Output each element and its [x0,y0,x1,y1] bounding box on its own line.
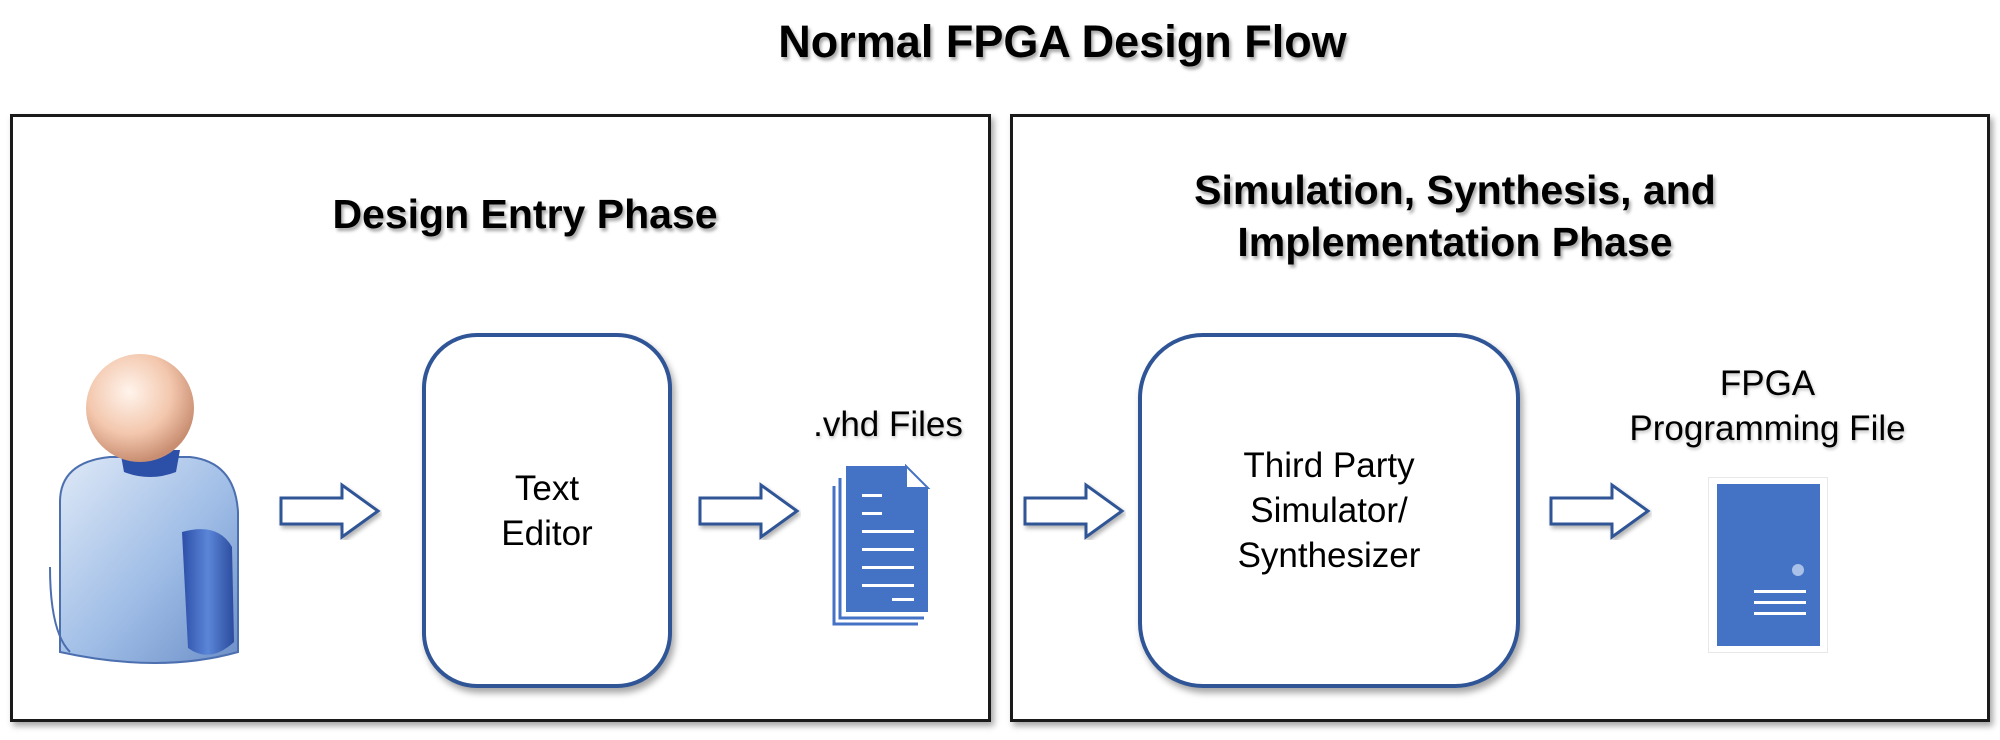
vhd-files-label: .vhd Files [813,405,963,444]
tool-box-label: Simulator/ [1250,491,1408,530]
user-icon [49,354,239,664]
simulator-synthesizer-box: Third Party Simulator/ Synthesizer [1138,333,1520,688]
server-file-icon [1708,477,1828,653]
arrow-right-icon [1549,482,1651,540]
document-stack-icon [832,464,931,626]
arrow-right-icon [1023,482,1125,540]
editor-box-label: Editor [501,513,593,553]
diagram-title: Normal FPGA Design Flow [778,16,1347,67]
implementation-phase-title: Simulation, Synthesis, and Implementatio… [1194,167,1716,265]
arrow-right-icon [698,482,800,540]
tool-box-label: Synthesizer [1237,536,1421,575]
arrow-right-icon [279,482,381,540]
fpga-programming-file-label: FPGA Programming File [1629,364,1906,448]
design-entry-phase-title: Design Entry Phase [332,191,718,237]
editor-box-label: Text [514,468,580,508]
text-editor-box: Text Editor [422,333,672,688]
tool-box-label: Third Party [1243,446,1415,485]
